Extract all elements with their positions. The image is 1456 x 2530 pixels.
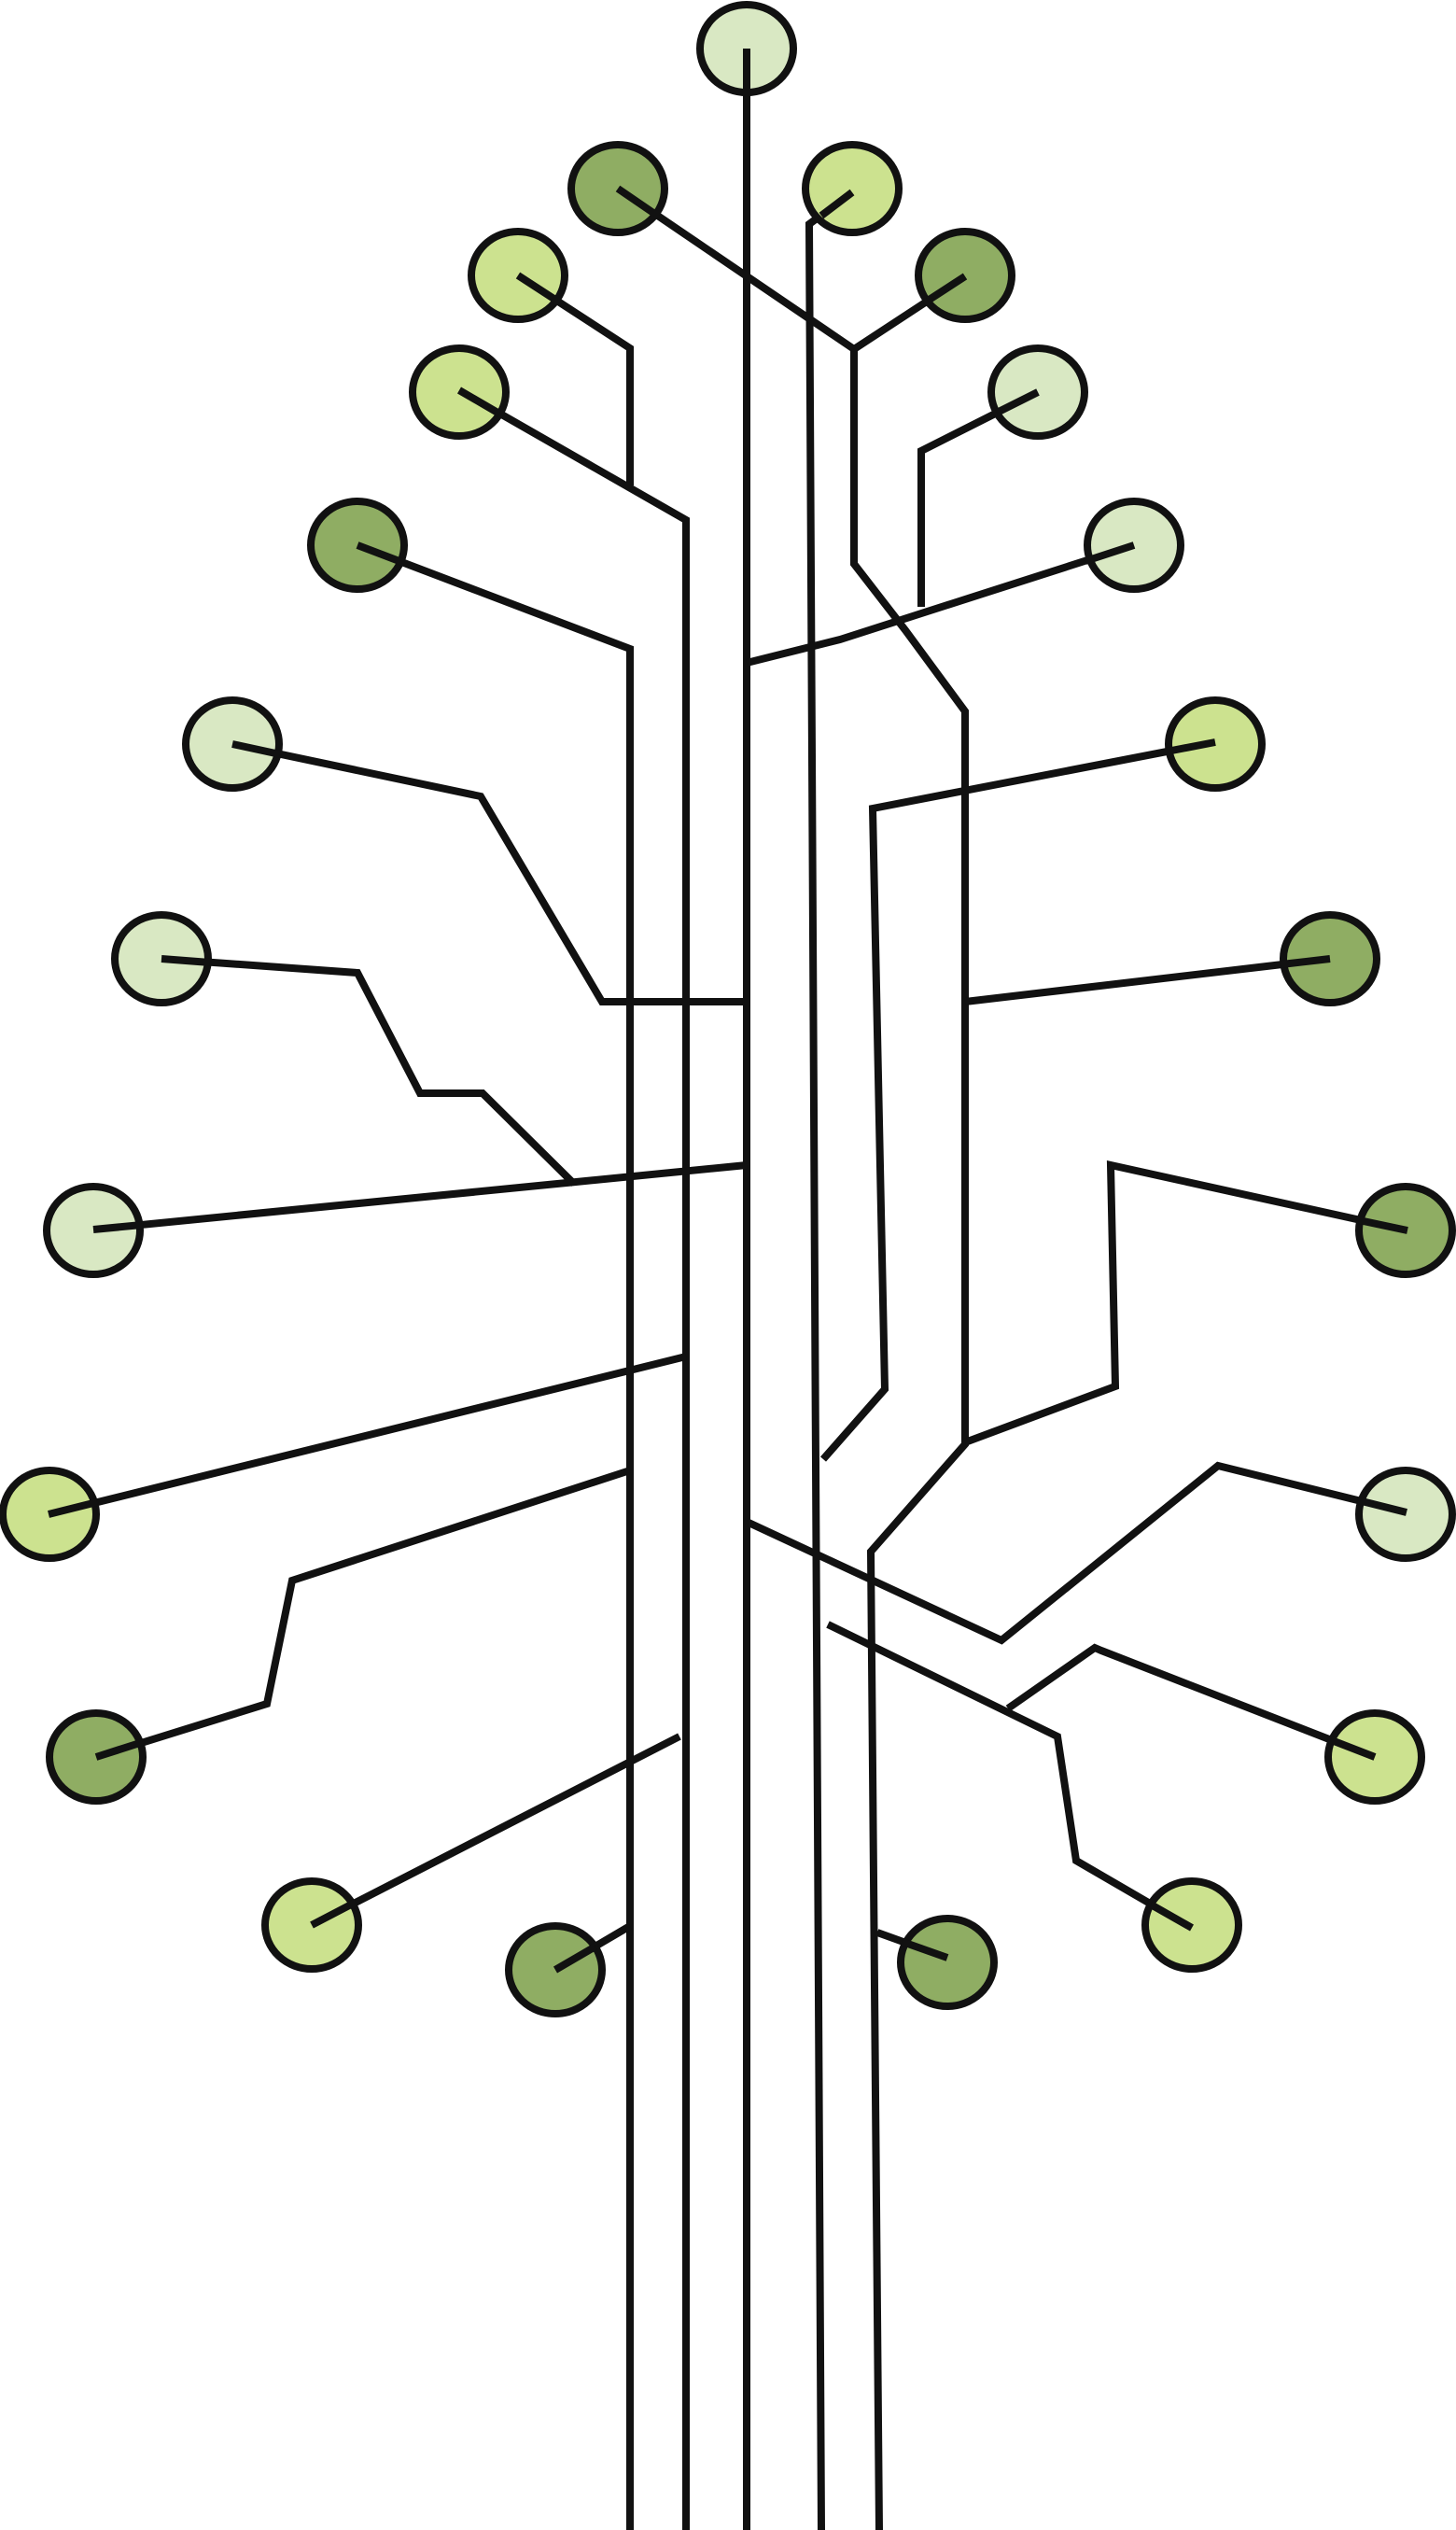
branch-mid-left-3 — [92, 1161, 748, 1233]
stub-upper-left-1 — [615, 185, 656, 217]
stub-right-4 — [1084, 541, 1136, 565]
branch-mid-right-2 — [964, 955, 1331, 1005]
stub-left-4 — [356, 541, 406, 567]
branches — [48, 185, 1408, 1974]
stub-left-10 — [310, 1899, 357, 1929]
stub-bottom-left — [553, 1943, 598, 1974]
leaf-node-left-7 — [43, 1183, 144, 1278]
branch-mid-left-1 — [231, 740, 747, 1005]
stub-upper-right-3 — [995, 388, 1040, 416]
branch-low-left-2 — [310, 1733, 681, 1929]
branch-low-right-3 — [826, 1621, 1195, 1932]
stub-right-9 — [1327, 1736, 1377, 1761]
stub-upper-right-2 — [925, 273, 968, 304]
leaf-node-upper-right-1 — [802, 141, 903, 236]
trunk-line-2 — [457, 387, 690, 2530]
trunk-line-4 — [805, 189, 855, 2530]
branch-mid-right-3 — [963, 1160, 1408, 1446]
trunk-line-5 — [850, 273, 969, 2530]
stub-upper-left-2 — [515, 272, 558, 303]
branch-low-left-1 — [94, 1467, 632, 1761]
leaf-nodes — [0, 1, 1456, 2017]
stub-upper-right-1 — [819, 189, 855, 219]
branch-mid-right-1 — [819, 738, 1216, 1462]
branch-low-right-2 — [1005, 1643, 1377, 1761]
leaf-node-upper-right-2 — [915, 228, 1015, 323]
stub-left-5 — [231, 740, 281, 758]
branch-upper-left-2 — [356, 541, 634, 1938]
stub-left-9 — [94, 1738, 145, 1761]
stub-right-10 — [1149, 1901, 1194, 1932]
trunk — [457, 49, 969, 2530]
branch-mid-left-2 — [161, 955, 577, 1187]
branch-upper-right-2 — [746, 541, 1136, 667]
stub-upper-left-3 — [456, 387, 502, 417]
stub-right-5 — [1166, 738, 1216, 755]
stub-left-8 — [48, 1498, 98, 1518]
stub-right-6 — [1281, 955, 1331, 968]
leaf-node-bottom-right — [897, 1915, 998, 2010]
branch-mid-left-4 — [48, 1353, 687, 1518]
stub-right-7 — [1358, 1216, 1408, 1234]
branch-low-right-1 — [745, 1461, 1407, 1645]
stub-left-7 — [92, 1221, 143, 1233]
stub-bottom-right — [901, 1938, 949, 1961]
stub-left-6 — [161, 955, 211, 966]
stub-right-8 — [1357, 1497, 1407, 1516]
leaf-stubs — [48, 49, 1408, 1974]
